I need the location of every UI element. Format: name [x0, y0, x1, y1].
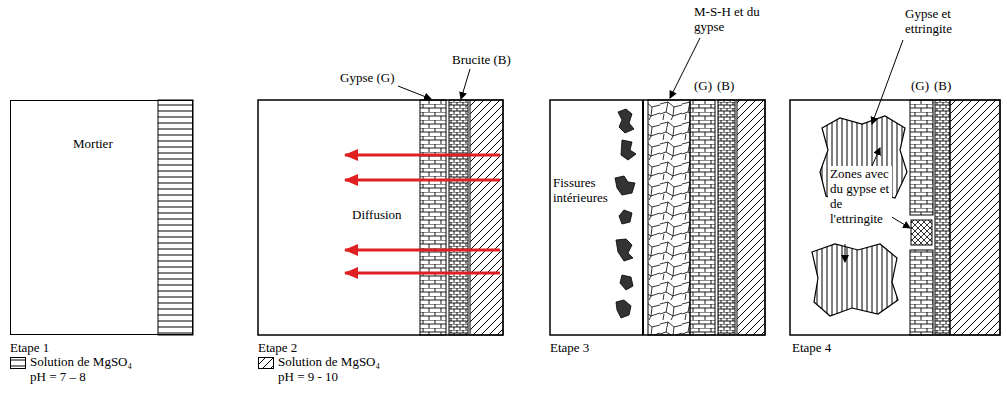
stage-title: Etape 3 — [550, 340, 589, 355]
stage-title: Etape 1 — [10, 340, 49, 355]
node-label: Mortier — [73, 136, 113, 151]
layer-label: (G) — [911, 78, 929, 93]
legend-item: Solution de MgSO₄ pH = 7 – 8 — [10, 354, 150, 388]
product-label: Gypse et ettringite — [905, 6, 971, 36]
legend-text: Solution de MgSO₄ pH = 7 – 8 — [30, 354, 142, 384]
layer-label: Brucite (B) — [452, 52, 511, 67]
legend-item: Solution de MgSO₄ pH = 9 - 10 — [258, 354, 398, 388]
layer-label: (G) — [694, 78, 712, 93]
stage-title: Etape 2 — [258, 340, 297, 355]
stage-1 — [158, 100, 193, 335]
layer-label: (B) — [934, 78, 951, 93]
layer-label: (B) — [717, 78, 734, 93]
stage-title: Etape 4 — [792, 340, 831, 355]
legend-text: Solution de MgSO₄ pH = 9 - 10 — [278, 354, 390, 384]
layer-label: M-S-H et du gypse — [694, 4, 774, 34]
process-label: Diffusion — [352, 207, 402, 222]
mortar-block: Mortier — [10, 100, 193, 335]
stage-2 — [258, 69, 503, 335]
stage-3 — [550, 38, 765, 335]
zone-label: Zones avec du gypse et de l'ettringite — [828, 166, 892, 226]
crack-label: Fissures intérieures — [553, 175, 613, 205]
legend-swatch — [258, 357, 274, 369]
stage-4 — [790, 40, 1000, 335]
legend-swatch — [10, 357, 26, 369]
layer-label: Gypse (G) — [340, 70, 395, 85]
